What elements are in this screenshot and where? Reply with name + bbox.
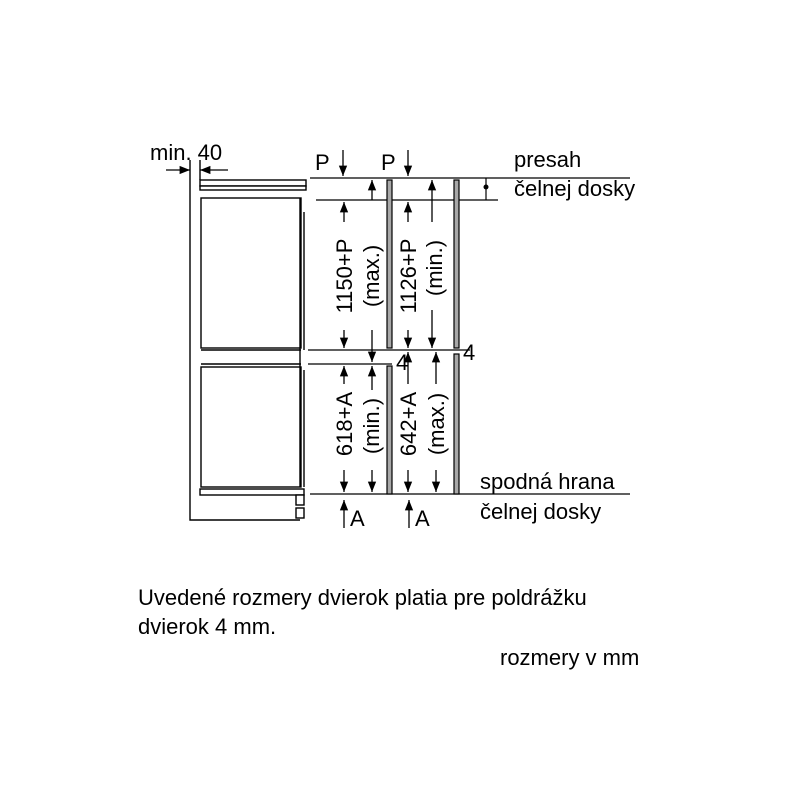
top-ref-right-label: P: [381, 150, 396, 175]
top-ref-left-label: P: [315, 150, 330, 175]
upper-left-dim-label: 1150+P: [332, 239, 357, 314]
min-gap-label: min. 40: [150, 140, 222, 165]
gap-right-label: 4: [463, 340, 475, 365]
lower-left-dim-label: 618+A: [332, 392, 357, 457]
bottom-foot: [295, 494, 305, 506]
reference-lines: [308, 177, 630, 495]
door-right-upper: [453, 179, 460, 349]
appliance-upper: [200, 197, 302, 349]
door-right-lower: [453, 353, 460, 495]
lower-right-dim-label: 642+A: [396, 392, 421, 457]
gap-left-label: 4: [396, 350, 408, 375]
units-note: rozmery v mm: [500, 645, 640, 670]
bottom-panel: [199, 488, 305, 496]
upper-right-qual-label: (min.): [422, 240, 447, 296]
bottom-ref-left-label: A: [350, 506, 365, 531]
door-panels: [386, 179, 460, 495]
top-overlap-label-line2: čelnej dosky: [514, 176, 635, 201]
lower-right-qual-label: (max.): [424, 393, 449, 455]
cabinet-side-view: [189, 160, 307, 521]
bottom-edge-label-line2: čelnej dosky: [480, 499, 601, 524]
bottom-edge-label-line1: spodná hrana: [480, 469, 615, 494]
top-panel: [199, 179, 307, 187]
door-left-lower: [386, 365, 393, 495]
bottom-ref-right-label: A: [415, 506, 430, 531]
lower-left-qual-label: (min.): [359, 398, 384, 454]
upper-right-dim-label: 1126+P: [396, 239, 421, 314]
top-overlap-label-line1: presah: [514, 147, 581, 172]
appliance-lower: [200, 366, 302, 488]
door-dimension-note: Uvedené rozmery dvierok platia pre poldr…: [138, 585, 587, 639]
niche-outline: [189, 178, 300, 521]
top-panel-inner: [199, 185, 307, 191]
upper-left-qual-label: (max.): [359, 245, 384, 307]
door-left-upper: [386, 179, 393, 349]
